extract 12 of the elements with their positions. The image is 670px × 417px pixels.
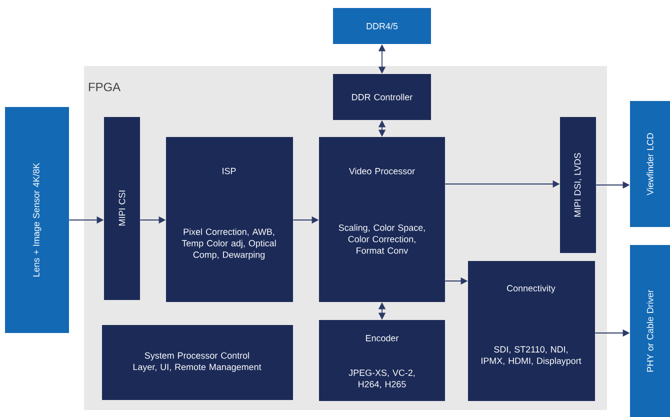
process-box: Encoder JPEG-XS, VC-2, H264, H265 <box>319 320 445 401</box>
process-box: System Processor Control Layer, UI, Remote Management <box>102 325 293 400</box>
display-box: Viewfinder LCD <box>630 101 670 227</box>
interface-box: MIPI DSI, LVDS <box>560 117 596 253</box>
memory-box: DDR4/5 <box>333 8 431 44</box>
process-box: Connectivity SDI, ST2110, NDI, IPMX, HDMI, Displayport <box>468 261 595 401</box>
process-box: Video Processor Scaling, Color Space, Color Correction, Format Conv <box>319 137 445 302</box>
interface-box: MIPI CSI <box>104 117 140 300</box>
driver-box: PHY or Cable Driver <box>630 245 670 417</box>
process-box: ISP Pixel Correction, AWB, Temp Color adj, Optical Comp, Dewarping <box>166 137 293 302</box>
sensor-box: Lens + Image Sensor 4K/8K <box>5 107 69 333</box>
controller-box: DDR Controller <box>333 74 431 120</box>
